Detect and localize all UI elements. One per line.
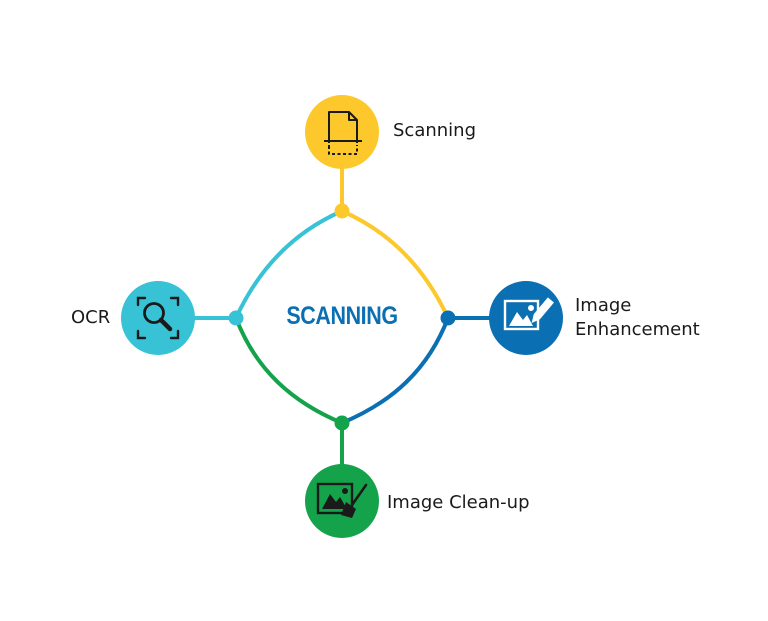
junction-dot-bottom (334, 415, 350, 431)
arc-left-top (234, 209, 343, 319)
node-label-image-cleanup: Image Clean-up (387, 492, 530, 513)
junction-dot-top (334, 203, 350, 219)
junction-dot-right (440, 310, 456, 326)
node-circle-ocr (121, 281, 195, 355)
arc-bottom-left (234, 317, 343, 425)
junction-dot-left (228, 310, 244, 326)
document-scan-icon (324, 111, 362, 155)
magnifier-scan-icon (136, 296, 180, 340)
node-label-ocr: OCR (71, 307, 111, 328)
image-clean-icon (316, 482, 368, 518)
arc-top-right (341, 209, 450, 319)
node-label-scanning: Scanning (393, 120, 477, 141)
center-title: SCANNING (286, 302, 398, 330)
node-label-image-enhancement: Image Enhancement (575, 294, 700, 342)
node-circle-scanning (305, 95, 379, 169)
node-label-image-enhancement-line2: Enhancement (575, 319, 700, 340)
arc-right-bottom (341, 317, 450, 425)
node-label-image-enhancement-line1: Image (575, 295, 632, 316)
image-edit-icon (503, 297, 554, 331)
